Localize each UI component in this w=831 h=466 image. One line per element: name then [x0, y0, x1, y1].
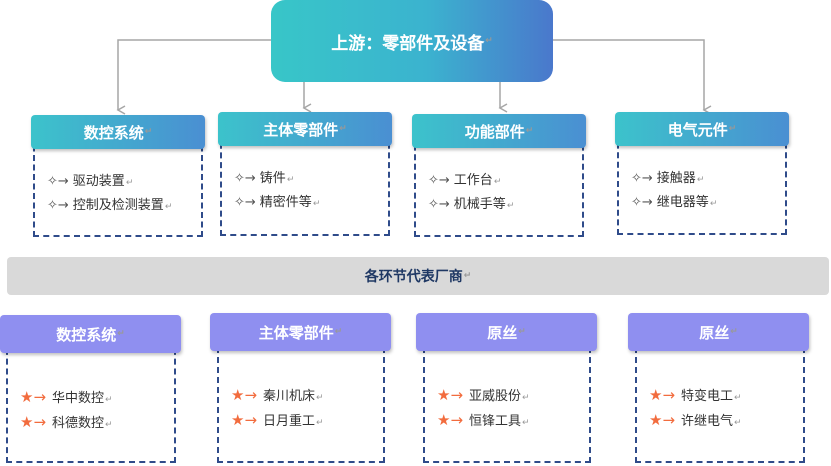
company-header-fourth: 原丝↵ — [628, 313, 809, 351]
diamond-arrow-icon: ✧→ — [47, 198, 69, 213]
diamond-arrow-icon: ✧→ — [631, 195, 653, 210]
company-header-main-parts: 主体零部件↵ — [210, 313, 391, 351]
star-icon: ★→ — [231, 386, 258, 404]
star-icon: ★→ — [649, 386, 676, 404]
star-icon: ★→ — [20, 388, 47, 406]
return-mark: ↵ — [485, 36, 493, 46]
diamond-arrow-icon: ✧→ — [234, 171, 256, 186]
category-box-cnc: ✧→驱动装置↵ ✧→控制及检测装置↵ — [33, 136, 203, 237]
list-item: ✧→工作台↵ — [428, 173, 502, 188]
company-box-cnc: ★→华中数控↵ ★→科德数控↵ — [6, 339, 176, 463]
diamond-arrow-icon: ✧→ — [631, 171, 653, 186]
connector-arrows — [116, 39, 712, 115]
category-header-cnc: 数控系统↵ — [31, 115, 205, 149]
list-item: ★→华中数控↵ — [20, 388, 113, 406]
company-header-third: 原丝↵ — [416, 313, 597, 351]
category-box-functional: ✧→工作台↵ ✧→机械手等↵ — [414, 135, 584, 237]
list-item: ✧→精密件等↵ — [234, 195, 321, 210]
category-header-functional: 功能部件↵ — [412, 114, 586, 148]
list-item: ★→科德数控↵ — [20, 413, 113, 431]
list-item: ★→秦川机床↵ — [231, 386, 324, 404]
company-box-third: ★→亚威股份↵ ★→恒锋工具↵ — [423, 337, 591, 463]
list-item: ✧→驱动装置↵ — [47, 174, 134, 189]
star-icon: ★→ — [649, 411, 676, 429]
list-item: ✧→机械手等↵ — [428, 197, 515, 212]
list-item: ★→亚威股份↵ — [437, 386, 530, 404]
diamond-arrow-icon: ✧→ — [428, 197, 450, 212]
category-box-main-parts: ✧→铸件↵ ✧→精密件等↵ — [220, 133, 390, 236]
list-item: ★→许继电气↵ — [649, 411, 742, 429]
list-item: ✧→继电器等↵ — [631, 195, 718, 210]
upstream-title: 上游：零部件及设备 — [331, 33, 485, 54]
upstream-node: 上游：零部件及设备↵ — [271, 0, 553, 82]
list-item: ✧→铸件↵ — [234, 171, 295, 186]
company-header-cnc: 数控系统↵ — [0, 315, 181, 353]
arrow-to-electrical — [553, 39, 712, 115]
category-box-electrical: ✧→接触器↵ ✧→继电器等↵ — [617, 133, 787, 235]
company-box-fourth: ★→特变电工↵ ★→许继电气↵ — [635, 337, 805, 463]
list-item: ★→恒锋工具↵ — [437, 411, 530, 429]
star-icon: ★→ — [20, 413, 47, 431]
star-icon: ★→ — [231, 411, 258, 429]
list-item: ✧→控制及检测装置↵ — [47, 198, 173, 213]
list-item: ✧→接触器↵ — [631, 171, 705, 186]
list-item: ★→日月重工↵ — [231, 411, 324, 429]
star-icon: ★→ — [437, 411, 464, 429]
category-header-electrical: 电气元件↵ — [615, 112, 789, 146]
representative-companies-band: 各环节代表厂商↵ — [7, 257, 829, 295]
category-header-main-parts: 主体零部件↵ — [218, 112, 392, 146]
arrow-to-cnc — [116, 39, 271, 115]
diamond-arrow-icon: ✧→ — [234, 195, 256, 210]
star-icon: ★→ — [437, 386, 464, 404]
list-item: ★→特变电工↵ — [649, 386, 742, 404]
company-box-main-parts: ★→秦川机床↵ ★→日月重工↵ — [217, 337, 385, 463]
diamond-arrow-icon: ✧→ — [47, 174, 69, 189]
diamond-arrow-icon: ✧→ — [428, 173, 450, 188]
